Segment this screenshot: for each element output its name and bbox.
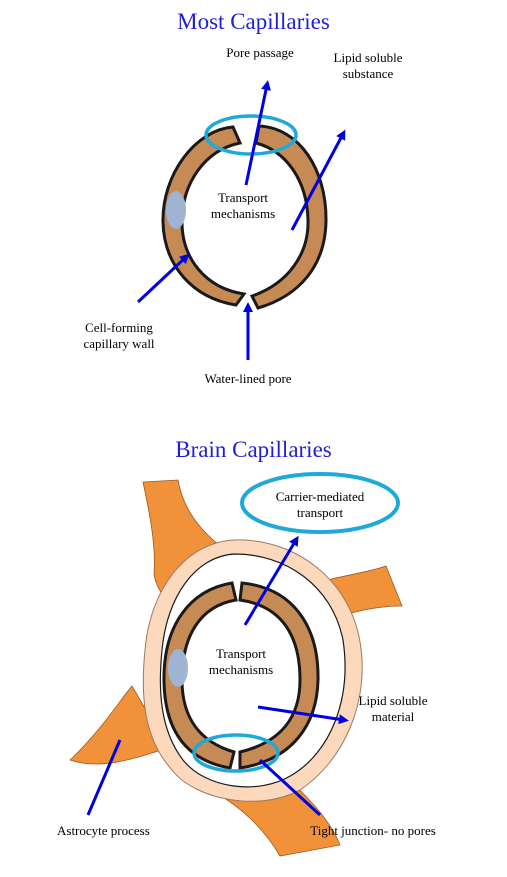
transport-mechanisms-label: Transport mechanisms — [210, 190, 276, 221]
tight-junction-ring — [192, 733, 280, 773]
tight-junction-label: Tight junction- no pores — [310, 823, 436, 838]
carrier-mediated-label: Carrier-mediated transport — [275, 489, 365, 520]
lipid-soluble-substance-label: Lipid soluble substance — [333, 50, 403, 81]
cell-wall-arrow — [136, 253, 190, 304]
most-capillaries-title: Most Capillaries — [177, 9, 330, 34]
tight-junction-arrow — [258, 758, 322, 817]
pore-passage-label: Pore passage — [226, 45, 294, 60]
pore-passage-arrow — [244, 80, 271, 186]
carrier-mediated-ring — [240, 472, 400, 534]
astrocyte-process-arrow — [86, 739, 122, 816]
lipid-soluble-material-label: Lipid soluble material — [358, 693, 428, 724]
brain-capillaries-cell-right — [238, 581, 320, 770]
carrier-transport-arrow — [243, 535, 299, 626]
brain-transport-mechanisms-label: Transport mechanisms — [208, 646, 274, 677]
lipid-soluble-material-arrow — [257, 705, 349, 725]
lipid-soluble-arrow — [290, 129, 346, 231]
brain-capillaries-cell-left — [162, 581, 238, 770]
cell-forming-wall-label: Cell-forming capillary wall — [83, 320, 155, 351]
brain-cell-nucleus — [168, 649, 188, 687]
astrocyte-process-label: Astrocyte process — [57, 823, 150, 838]
brain-capillaries-title: Brain Capillaries — [175, 437, 332, 462]
cell-nucleus — [166, 191, 186, 229]
water-lined-pore-label: Water-lined pore — [204, 371, 292, 386]
